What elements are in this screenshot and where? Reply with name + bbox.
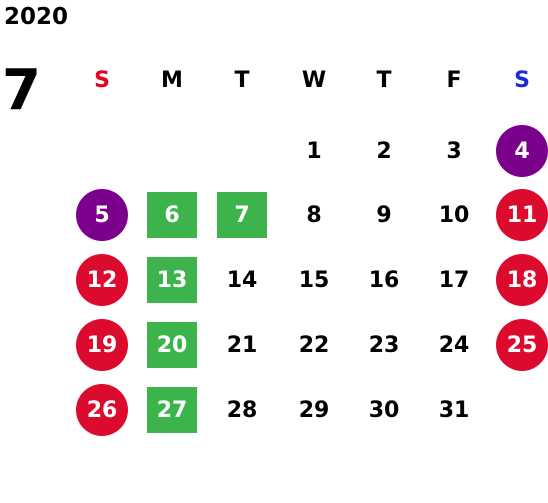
weekday-header-monday: M [161, 68, 183, 93]
weekday-header-sunday: S [94, 68, 110, 93]
day-cell-23: 23 [368, 332, 400, 358]
day-cell-16: 16 [368, 267, 400, 293]
day-cell-7: 7 [217, 192, 267, 238]
day-cell-13: 13 [147, 257, 197, 303]
day-cell-6: 6 [147, 192, 197, 238]
day-cell-26: 26 [76, 384, 128, 436]
day-cell-5: 5 [76, 189, 128, 241]
weekday-header-tuesday: T [234, 68, 250, 93]
weekday-header-thursday: T [376, 68, 392, 93]
day-cell-4: 4 [496, 125, 548, 177]
day-cell-17: 17 [438, 267, 470, 293]
day-cell-28: 28 [226, 397, 258, 423]
weekday-header-saturday: S [514, 68, 530, 93]
day-cell-27: 27 [147, 387, 197, 433]
day-cell-2: 2 [376, 138, 392, 164]
day-cell-20: 20 [147, 322, 197, 368]
day-cell-3: 3 [446, 138, 462, 164]
day-cell-10: 10 [438, 202, 470, 228]
weekday-header-wednesday: W [301, 68, 327, 93]
day-cell-11: 11 [496, 189, 548, 241]
day-cell-31: 31 [438, 397, 470, 423]
day-cell-8: 8 [306, 202, 322, 228]
day-cell-30: 30 [368, 397, 400, 423]
day-cell-9: 9 [376, 202, 392, 228]
day-cell-21: 21 [226, 332, 258, 358]
day-cell-18: 18 [496, 254, 548, 306]
day-cell-19: 19 [76, 319, 128, 371]
day-cell-15: 15 [298, 267, 330, 293]
year-label: 2020 [4, 4, 69, 30]
day-cell-25: 25 [496, 319, 548, 371]
month-number: 7 [2, 58, 41, 123]
day-cell-14: 14 [226, 267, 258, 293]
day-cell-1: 1 [306, 138, 322, 164]
day-cell-24: 24 [438, 332, 470, 358]
day-cell-12: 12 [76, 254, 128, 306]
day-cell-29: 29 [298, 397, 330, 423]
weekday-header-friday: F [446, 68, 462, 93]
day-cell-22: 22 [298, 332, 330, 358]
